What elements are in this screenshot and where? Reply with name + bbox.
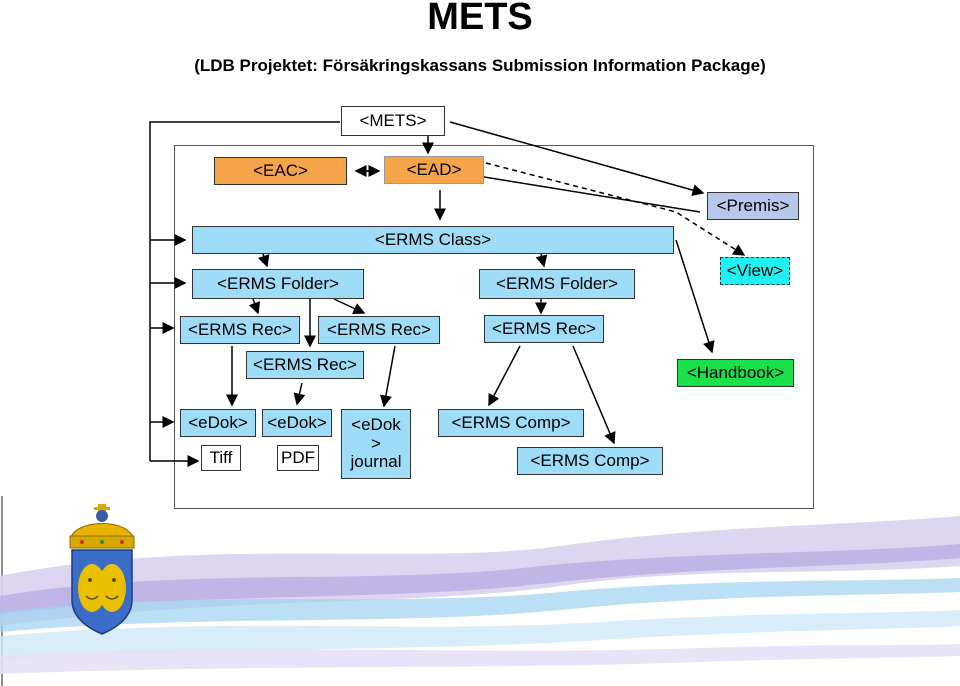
node-handbook: <Handbook>	[677, 359, 794, 387]
connector-ead-premis	[483, 176, 701, 213]
node-mets: <METS>	[341, 106, 445, 136]
connector-rec-edok-2	[293, 382, 306, 406]
node-erms-rec-3: <ERMS Rec>	[484, 315, 604, 343]
connector-mets-premis	[449, 121, 705, 196]
node-erms-class: <ERMS Class>	[192, 226, 674, 254]
node-view: <View>	[720, 257, 790, 285]
coat-of-arms-icon	[69, 504, 135, 635]
node-pdf: PDF	[277, 445, 319, 471]
connector-folder-rec-2	[333, 298, 366, 314]
connector-class-folder-2	[535, 253, 548, 268]
node-erms-folder-1: <ERMS Folder>	[192, 269, 364, 299]
diagram-frame	[174, 145, 814, 509]
node-ead: <EAD>	[384, 156, 484, 184]
node-edok-2: <eDok>	[262, 409, 332, 437]
node-edok-3: <eDok > journal	[341, 409, 411, 479]
node-eac: <EAC>	[214, 157, 347, 185]
node-erms-rec-1: <ERMS Rec>	[180, 316, 300, 344]
node-tiff: Tiff	[201, 445, 241, 471]
decorative-ribbon-icon	[0, 496, 960, 686]
connector-mets-left	[149, 121, 340, 461]
node-erms-folder-2: <ERMS Folder>	[479, 269, 635, 299]
connector-rec-comp-1	[488, 345, 521, 407]
connector-ead-view	[485, 162, 746, 256]
node-erms-comp-2: <ERMS Comp>	[517, 447, 663, 475]
connector-class-handbook	[675, 239, 715, 354]
node-erms-comp-1: <ERMS Comp>	[438, 409, 584, 437]
page-subtitle: (LDB Projektet: Försäkringskassans Submi…	[194, 56, 766, 75]
connector-rec-edok-3	[379, 345, 396, 408]
page-title: METS	[427, 0, 533, 38]
connector-folder-rec-1	[248, 298, 261, 315]
connector-class-folder-1	[257, 253, 270, 268]
node-erms-rec-2: <ERMS Rec>	[318, 316, 440, 344]
node-erms-rec-4: <ERMS Rec>	[246, 351, 364, 379]
connector-rec-comp-2	[572, 345, 616, 445]
node-premis: <Premis>	[707, 192, 799, 220]
node-edok-1: <eDok>	[180, 409, 256, 437]
